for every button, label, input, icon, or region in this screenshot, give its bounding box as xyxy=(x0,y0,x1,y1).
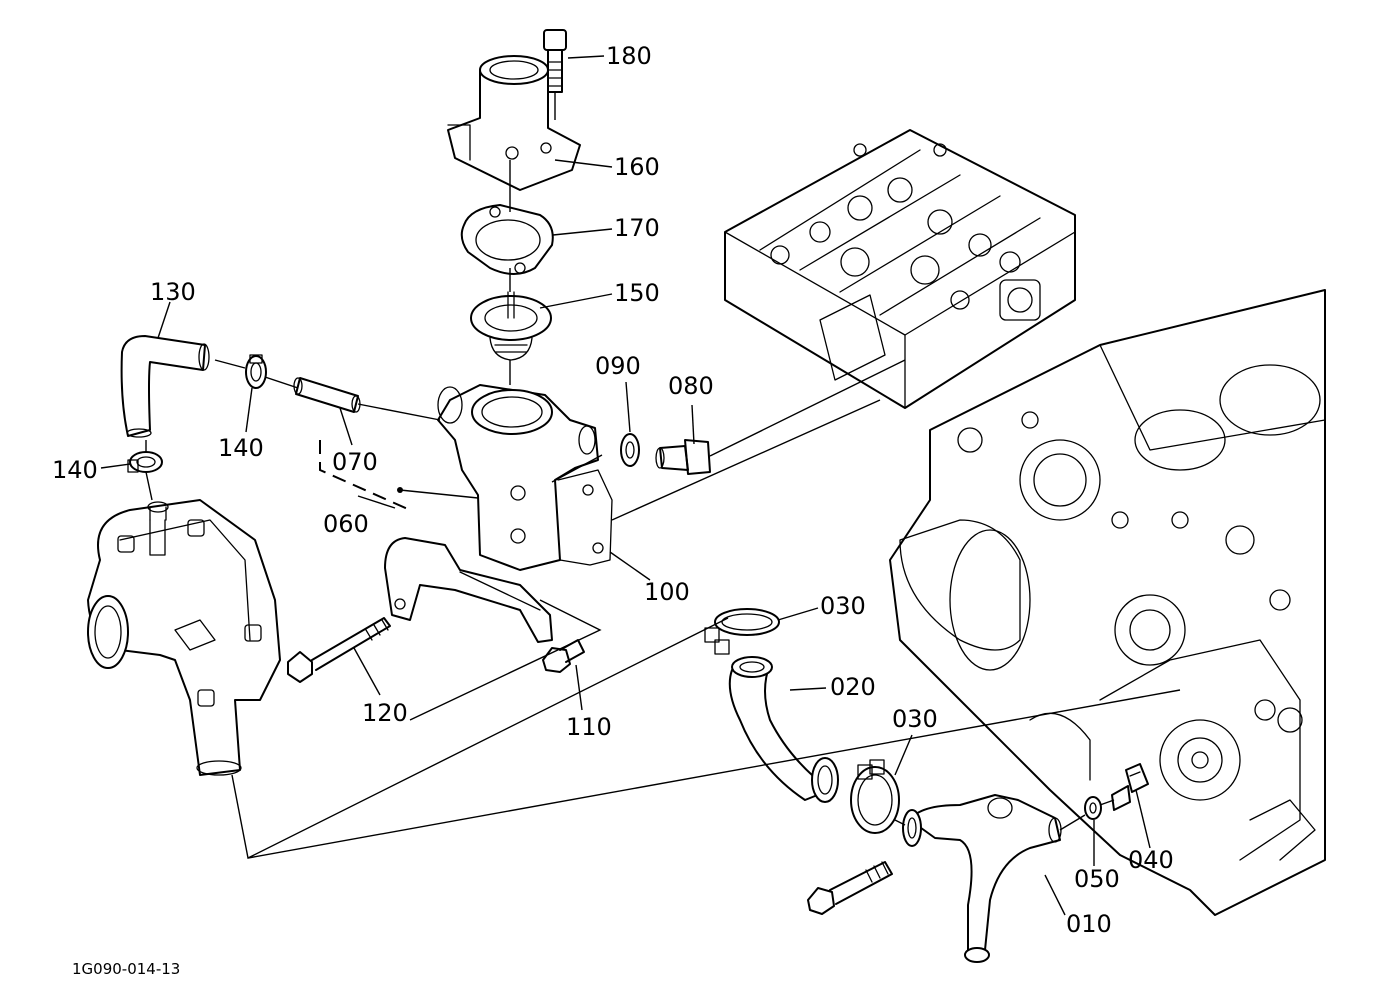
engine-block-drawing xyxy=(889,289,1326,916)
label-150: 150 xyxy=(614,279,660,307)
connector-lines xyxy=(145,92,1181,860)
pipe-010-drawing xyxy=(807,794,1062,963)
label-080: 080 xyxy=(668,372,714,400)
pipe-070-drawing xyxy=(293,377,361,413)
label-090: 090 xyxy=(595,352,641,380)
label-020: 020 xyxy=(830,673,876,701)
hose-130-drawing xyxy=(120,335,210,438)
drawing-number: 1G090-014-13 xyxy=(72,960,180,978)
cylinder-head-drawing xyxy=(724,129,1076,409)
water-pump-drawing xyxy=(87,499,281,776)
gasket-170-drawing xyxy=(460,204,554,275)
bolt-110-drawing xyxy=(542,639,585,673)
label-050: 050 xyxy=(1074,865,1120,893)
label-040: 040 xyxy=(1128,846,1174,874)
plug-080-drawing xyxy=(655,439,711,475)
thermostat-cover-160-drawing xyxy=(447,55,581,191)
thermostat-housing-drawing xyxy=(437,384,613,571)
label-070: 070 xyxy=(332,448,378,476)
label-180: 180 xyxy=(606,42,652,70)
label-140-right: 140 xyxy=(218,434,264,462)
label-010: 010 xyxy=(1066,910,1112,938)
thermostat-150-drawing xyxy=(470,291,552,361)
label-030-upper: 030 xyxy=(820,592,866,620)
label-100: 100 xyxy=(644,578,690,606)
label-160: 160 xyxy=(614,153,660,181)
label-leaders xyxy=(100,55,1151,916)
bolt-120-drawing xyxy=(287,617,391,683)
label-110: 110 xyxy=(566,713,612,741)
clamp-030-upper-drawing xyxy=(704,608,780,655)
label-120: 120 xyxy=(362,699,408,727)
label-030-lower: 030 xyxy=(892,705,938,733)
bracket-drawing xyxy=(384,537,553,643)
washer-090-drawing xyxy=(620,433,640,467)
clamp-030-lower-drawing xyxy=(850,759,900,834)
label-060: 060 xyxy=(323,510,369,538)
bolt-040-drawing xyxy=(1111,763,1149,811)
label-140-left: 140 xyxy=(52,456,98,484)
hose-020-drawing xyxy=(728,656,839,803)
washer-050-drawing xyxy=(1084,796,1102,820)
label-170: 170 xyxy=(614,214,660,242)
label-130: 130 xyxy=(150,278,196,306)
